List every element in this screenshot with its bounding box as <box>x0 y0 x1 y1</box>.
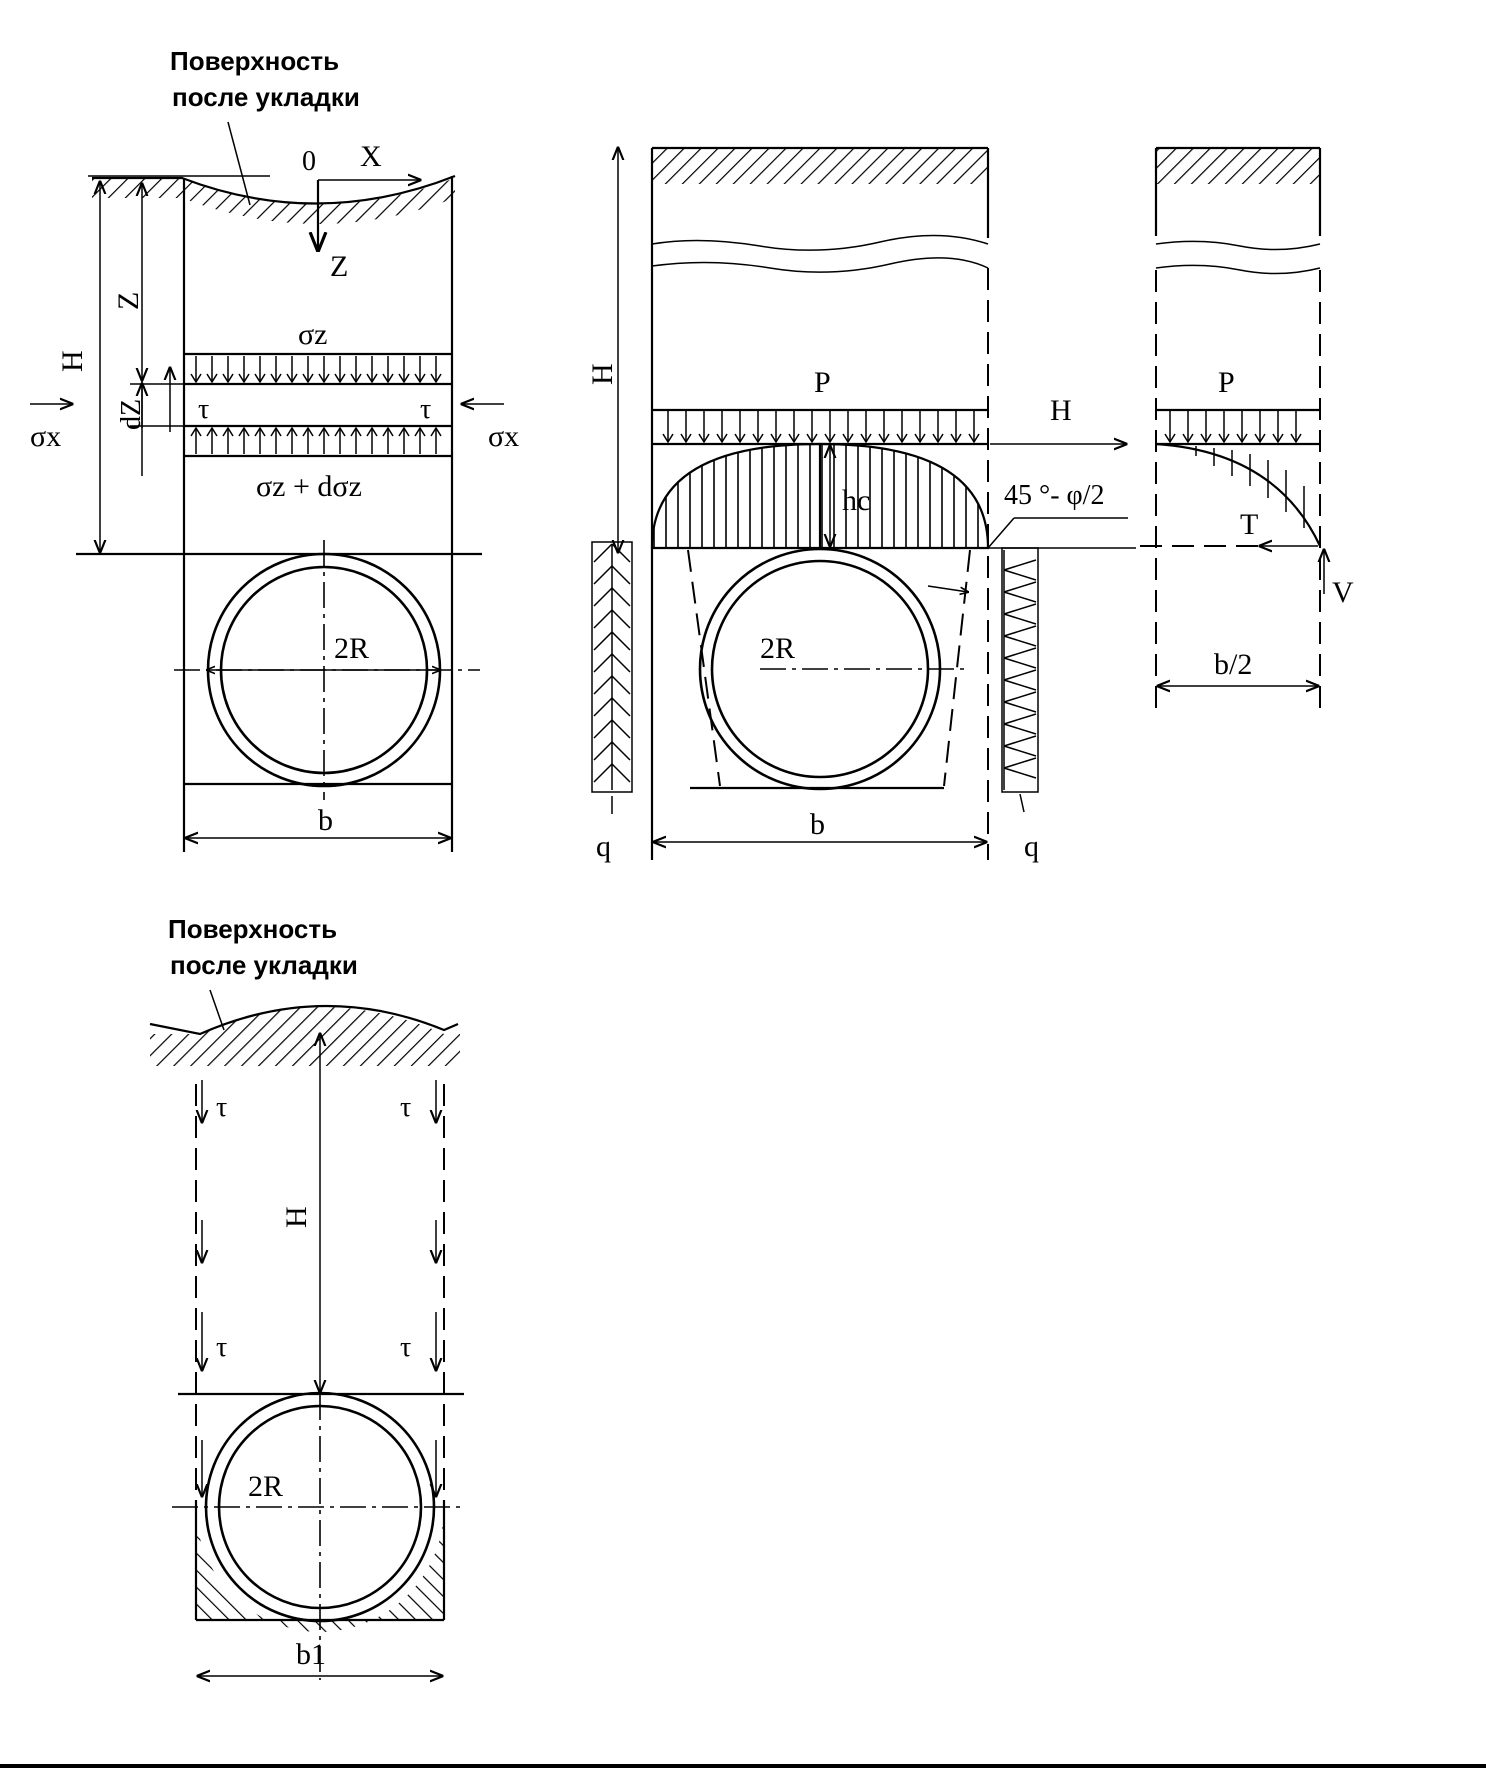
q-load-right <box>1001 547 1039 793</box>
tau-label-1: τ <box>216 1092 227 1123</box>
t-label: T <box>1240 508 1258 541</box>
half-arch-hatch <box>1195 446 1305 528</box>
z-axis-label: Z <box>330 250 348 283</box>
p-arrows-right <box>1164 410 1302 444</box>
diameter-label-middle: 2R <box>760 632 795 665</box>
break-line-1 <box>651 234 989 251</box>
h-force-label: H <box>1050 394 1072 427</box>
sigma-x-left-label: σx <box>30 420 61 453</box>
ground-surface-line <box>92 174 456 205</box>
surface-leader <box>227 121 251 206</box>
panel-left-bottom: Поверхность после укладки τ τ τ τ H <box>149 914 464 1680</box>
origin-label: 0 <box>302 146 316 177</box>
p-arrows <box>662 410 980 444</box>
b-label-middle: b <box>810 808 825 841</box>
panel-left-top: Поверхность после укладки 0 X Z H Z dZ <box>30 46 519 852</box>
x-axis-label: X <box>360 140 382 173</box>
surface-label-bottom-line2: после укладки <box>170 950 358 980</box>
panel-right-top: P T V b/2 <box>1140 146 1354 708</box>
h-label-bottom: H <box>280 1206 313 1228</box>
h-label: H <box>56 350 89 372</box>
panel-middle-top: H P hc 45 °- φ/2 H 2R <box>586 148 1136 863</box>
sigma-z-arrows-up <box>190 426 442 454</box>
surface-label-line1: Поверхность <box>170 46 339 76</box>
diameter-label: 2R <box>334 632 369 665</box>
ground-hatch-right <box>1156 148 1320 184</box>
tau-arrows <box>202 1080 436 1496</box>
tau-left-label: τ <box>198 394 209 425</box>
tau-label-2: τ <box>400 1092 411 1123</box>
hc-label: hc <box>842 484 870 517</box>
z-label: Z <box>112 292 145 310</box>
tau-right-label: τ <box>420 394 431 425</box>
sigma-z-label: σz <box>298 318 328 351</box>
ground-surface-bottom-hatch <box>150 1007 460 1066</box>
dz-label: dZ <box>116 399 147 430</box>
p-label-right: P <box>1218 366 1235 399</box>
surface-label-bottom-line1: Поверхность <box>168 914 337 944</box>
b-label: b <box>318 804 333 837</box>
tau-label-3: τ <box>216 1332 227 1363</box>
half-arch-curve <box>1155 442 1321 547</box>
angle-label: 45 °- φ/2 <box>1004 480 1104 511</box>
p-label: P <box>814 366 831 399</box>
q-left-label: q <box>596 830 611 863</box>
tau-label-4: τ <box>400 1332 411 1363</box>
diameter-label-bottom: 2R <box>248 1470 283 1503</box>
sigma-z-dsigma-label: σz + dσz <box>256 470 362 503</box>
ground-surface-hatch <box>92 178 455 224</box>
q-right-label: q <box>1024 830 1039 863</box>
h-label-middle: H <box>586 363 619 385</box>
sigma-x-right-label: σx <box>488 420 519 453</box>
surface-label-line2: после укладки <box>172 82 360 112</box>
sigma-z-arrows-down <box>190 356 442 384</box>
q-load-left <box>591 541 633 793</box>
v-label: V <box>1332 576 1354 609</box>
b-half-label: b/2 <box>1214 648 1252 681</box>
ground-hatch-middle <box>652 148 988 184</box>
b1-label: b1 <box>296 1638 326 1671</box>
break-line-2 <box>651 257 989 273</box>
